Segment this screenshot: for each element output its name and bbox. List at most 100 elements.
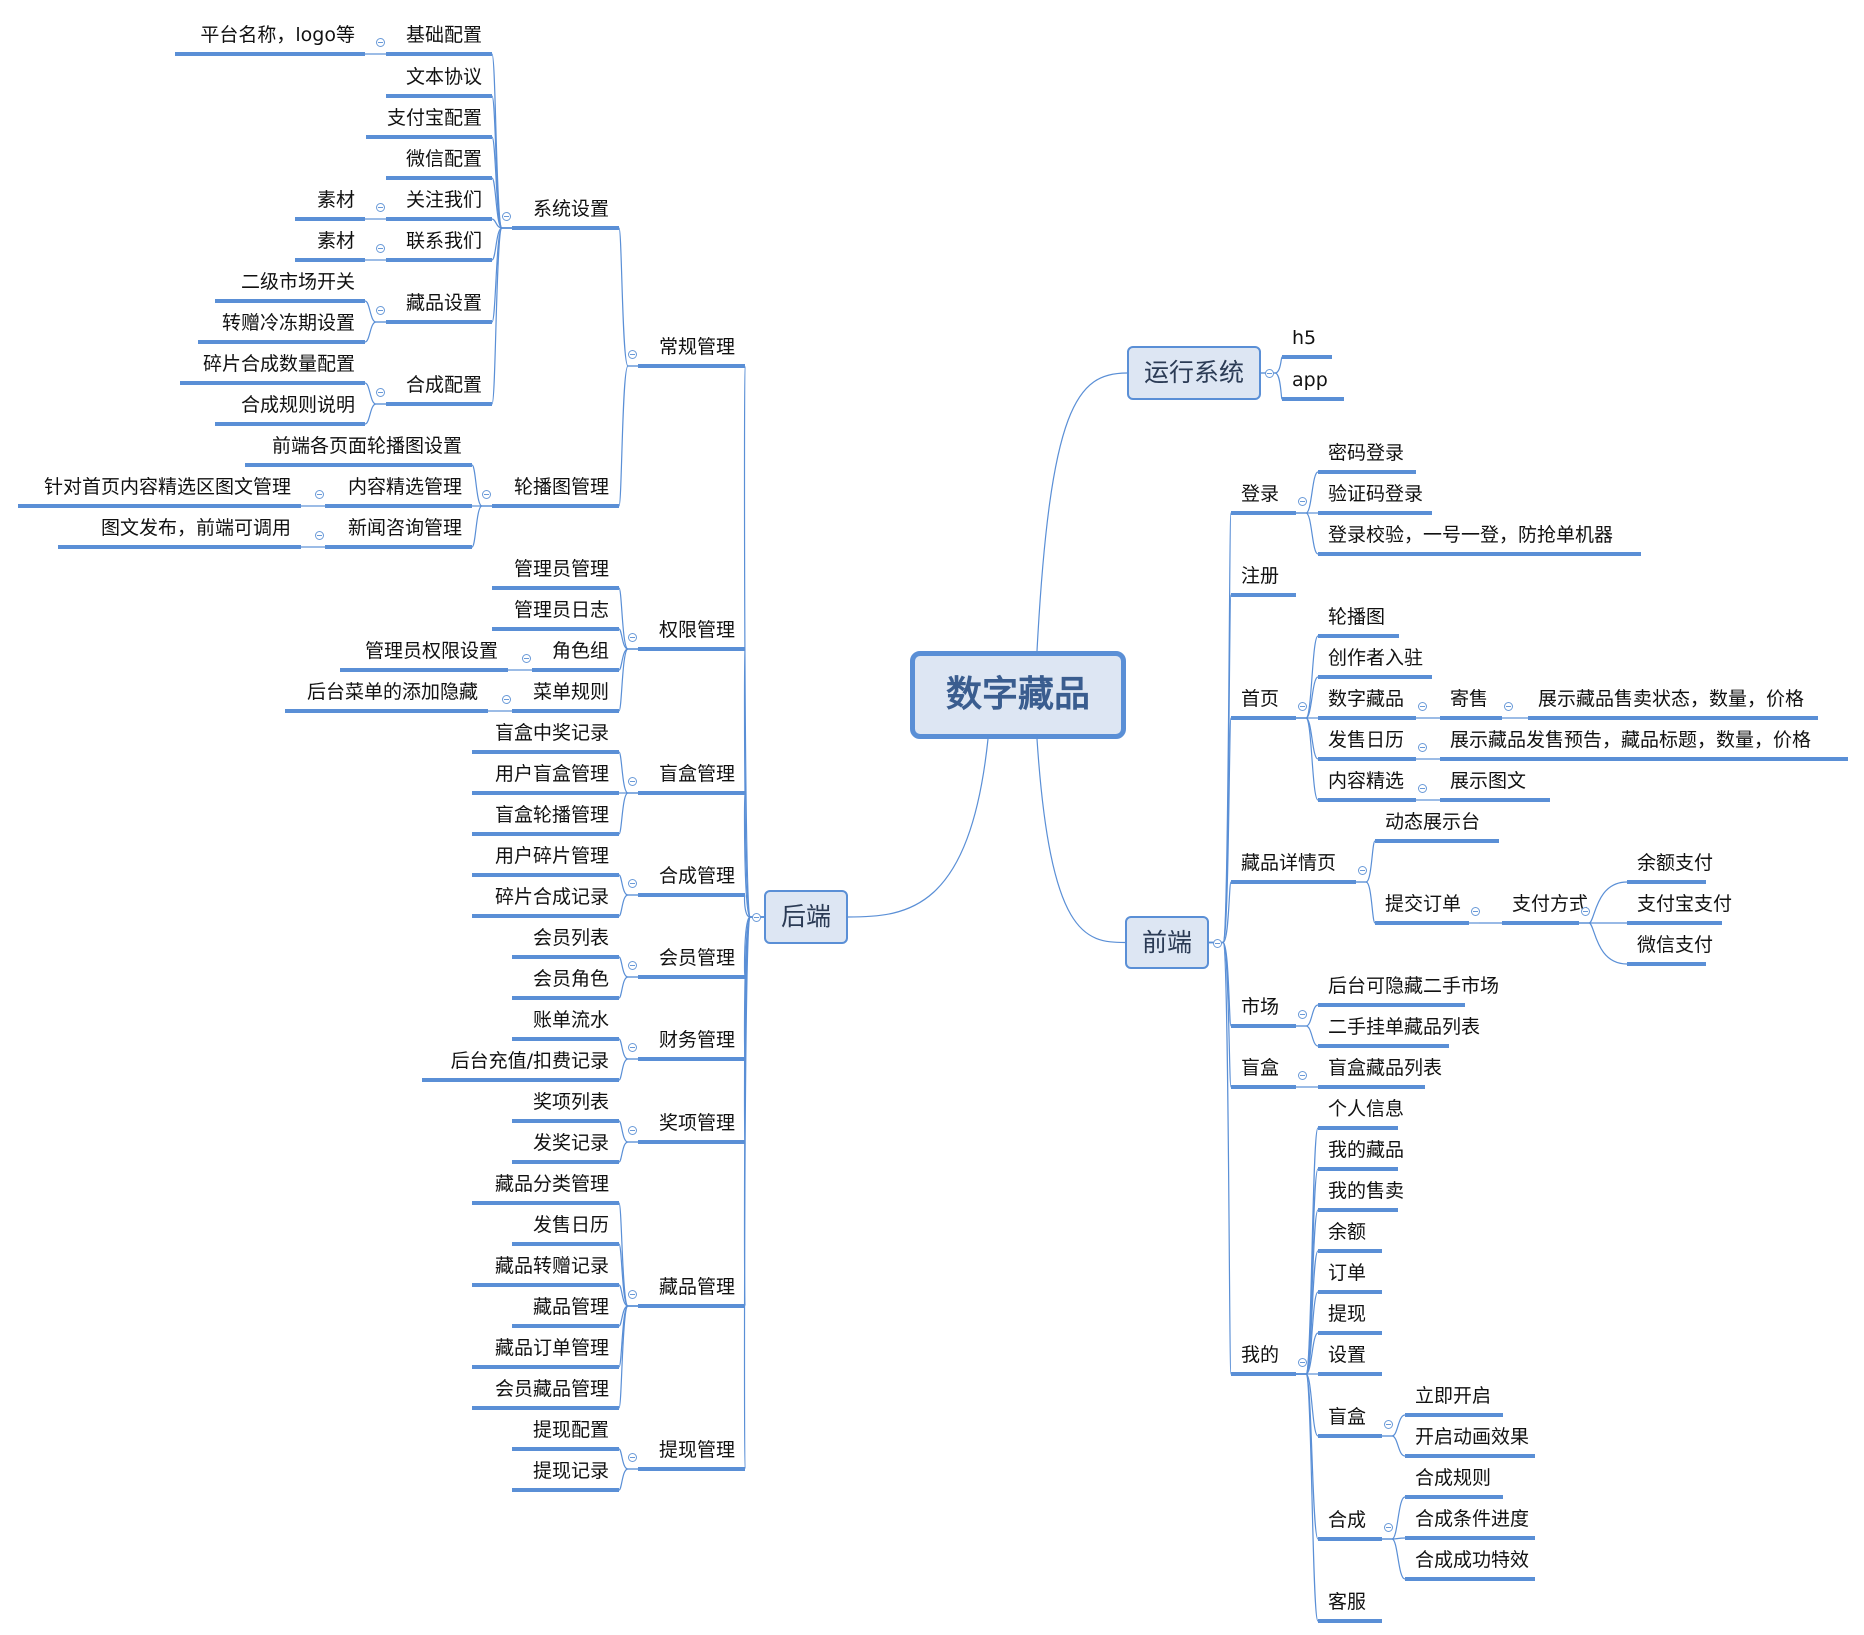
frontend-item[interactable]: 订单 bbox=[1318, 1253, 1382, 1294]
collapse-toggle-icon[interactable] bbox=[376, 306, 385, 315]
backend-item[interactable]: 藏品转赠记录 bbox=[472, 1246, 619, 1287]
frontend-item[interactable]: 内容精选 bbox=[1318, 761, 1416, 802]
frontend-item[interactable]: 后台可隐藏二手市场 bbox=[1318, 966, 1499, 1007]
backend-group[interactable]: 藏品管理 bbox=[638, 1267, 745, 1308]
collapse-toggle-icon[interactable] bbox=[376, 388, 385, 397]
backend-item[interactable]: 藏品设置 bbox=[386, 283, 492, 324]
backend-item[interactable]: 藏品订单管理 bbox=[472, 1328, 619, 1369]
backend-group[interactable]: 奖项管理 bbox=[638, 1103, 745, 1144]
collapse-toggle-icon[interactable] bbox=[628, 1043, 637, 1052]
backend-item[interactable]: 奖项列表 bbox=[512, 1082, 619, 1123]
frontend-item[interactable]: 密码登录 bbox=[1318, 433, 1416, 474]
frontend-group[interactable]: 我的 bbox=[1231, 1335, 1296, 1376]
collapse-toggle-icon[interactable] bbox=[628, 350, 637, 359]
frontend-item[interactable]: 二手挂单藏品列表 bbox=[1318, 1007, 1480, 1048]
collapse-toggle-icon[interactable] bbox=[482, 490, 491, 499]
branch-runtime[interactable]: 运行系统 bbox=[1127, 346, 1261, 400]
collapse-toggle-icon[interactable] bbox=[376, 38, 385, 47]
backend-item[interactable]: 新闻咨询管理 bbox=[325, 508, 472, 549]
collapse-toggle-icon[interactable] bbox=[522, 654, 531, 663]
collapse-toggle-icon[interactable] bbox=[628, 1126, 637, 1135]
collapse-toggle-icon[interactable] bbox=[1581, 907, 1590, 916]
backend-leaf[interactable]: 针对首页内容精选区图文管理 bbox=[18, 467, 301, 508]
collapse-toggle-icon[interactable] bbox=[1504, 702, 1513, 711]
frontend-leaf[interactable]: 开启动画效果 bbox=[1405, 1417, 1535, 1458]
backend-item[interactable]: 会员列表 bbox=[512, 918, 619, 959]
collapse-toggle-icon[interactable] bbox=[628, 1290, 637, 1299]
frontend-leaf[interactable]: 展示藏品售卖状态，数量，价格 bbox=[1528, 679, 1818, 720]
collapse-toggle-icon[interactable] bbox=[1418, 784, 1427, 793]
collapse-toggle-icon[interactable] bbox=[315, 531, 324, 540]
frontend-item[interactable]: 支付方式 bbox=[1502, 884, 1588, 925]
backend-item[interactable]: 支付宝配置 bbox=[366, 98, 492, 139]
backend-leaf[interactable]: 合成规则说明 bbox=[215, 385, 365, 426]
backend-leaf[interactable]: 素材 bbox=[295, 221, 365, 262]
collapse-toggle-icon[interactable] bbox=[628, 777, 637, 786]
collapse-toggle-icon[interactable] bbox=[1298, 497, 1307, 506]
backend-leaf[interactable]: 转赠冷冻期设置 bbox=[198, 303, 365, 344]
collapse-toggle-icon[interactable] bbox=[1418, 743, 1427, 752]
collapse-toggle-icon[interactable] bbox=[1298, 702, 1307, 711]
frontend-item[interactable]: 余额 bbox=[1318, 1212, 1382, 1253]
collapse-toggle-icon[interactable] bbox=[1471, 907, 1480, 916]
backend-leaf[interactable]: 平台名称，logo等 bbox=[175, 15, 365, 56]
collapse-toggle-icon[interactable] bbox=[1265, 369, 1274, 378]
backend-item[interactable]: 内容精选管理 bbox=[325, 467, 472, 508]
frontend-item[interactable]: 设置 bbox=[1318, 1335, 1382, 1376]
backend-item[interactable]: 轮播图管理 bbox=[492, 467, 619, 508]
backend-group[interactable]: 权限管理 bbox=[638, 610, 745, 651]
frontend-item[interactable]: 我的售卖 bbox=[1318, 1171, 1404, 1212]
collapse-toggle-icon[interactable] bbox=[1298, 1010, 1307, 1019]
backend-item[interactable]: 用户碎片管理 bbox=[472, 836, 619, 877]
frontend-item[interactable]: 发售日历 bbox=[1318, 720, 1416, 761]
backend-leaf[interactable]: 图文发布，前端可调用 bbox=[58, 508, 301, 549]
frontend-item[interactable]: 盲盒藏品列表 bbox=[1318, 1048, 1442, 1089]
frontend-item[interactable]: 我的藏品 bbox=[1318, 1130, 1404, 1171]
backend-item[interactable]: 菜单规则 bbox=[512, 672, 619, 713]
frontend-item[interactable]: 验证码登录 bbox=[1318, 474, 1432, 515]
runtime-h5[interactable]: h5 bbox=[1282, 318, 1332, 359]
collapse-toggle-icon[interactable] bbox=[1213, 938, 1222, 948]
frontend-leaf[interactable]: 合成条件进度 bbox=[1405, 1499, 1535, 1540]
backend-item[interactable]: 会员角色 bbox=[512, 959, 619, 1000]
backend-group[interactable]: 财务管理 bbox=[638, 1020, 745, 1061]
frontend-group[interactable]: 藏品详情页 bbox=[1231, 843, 1356, 884]
backend-item[interactable]: 发奖记录 bbox=[512, 1123, 619, 1164]
backend-group[interactable]: 会员管理 bbox=[638, 938, 745, 979]
backend-item[interactable]: 联系我们 bbox=[386, 221, 492, 262]
collapse-toggle-icon[interactable] bbox=[1298, 1071, 1307, 1080]
collapse-toggle-icon[interactable] bbox=[628, 633, 637, 642]
frontend-item[interactable]: 创作者入驻 bbox=[1318, 638, 1432, 679]
backend-item[interactable]: 提现配置 bbox=[512, 1410, 619, 1451]
backend-item[interactable]: 合成配置 bbox=[386, 365, 492, 406]
backend-item[interactable]: 会员藏品管理 bbox=[472, 1369, 619, 1410]
backend-item[interactable]: 用户盲盒管理 bbox=[472, 754, 619, 795]
frontend-item[interactable]: 盲盒 bbox=[1318, 1397, 1382, 1438]
collapse-toggle-icon[interactable] bbox=[628, 879, 637, 888]
branch-frontend[interactable]: 前端 bbox=[1125, 916, 1209, 969]
backend-item[interactable]: 角色组 bbox=[532, 631, 619, 672]
frontend-leaf[interactable]: 合成成功特效 bbox=[1405, 1540, 1535, 1581]
frontend-leaf[interactable]: 支付宝支付 bbox=[1627, 884, 1732, 925]
frontend-item[interactable]: 提现 bbox=[1318, 1294, 1382, 1335]
backend-group[interactable]: 盲盒管理 bbox=[638, 754, 745, 795]
frontend-group[interactable]: 市场 bbox=[1231, 987, 1296, 1028]
collapse-toggle-icon[interactable] bbox=[628, 1453, 637, 1462]
frontend-item[interactable]: 寄售 bbox=[1440, 679, 1502, 720]
backend-group[interactable]: 合成管理 bbox=[638, 856, 745, 897]
backend-item[interactable]: 基础配置 bbox=[386, 15, 492, 56]
frontend-item[interactable]: 数字藏品 bbox=[1318, 679, 1416, 720]
central-topic[interactable]: 数字藏品 bbox=[910, 651, 1126, 739]
frontend-group[interactable]: 注册 bbox=[1231, 556, 1296, 597]
frontend-leaf[interactable]: 立即开启 bbox=[1405, 1376, 1503, 1417]
frontend-leaf[interactable]: 余额支付 bbox=[1627, 843, 1713, 884]
backend-group[interactable]: 常规管理 bbox=[638, 327, 745, 368]
branch-backend[interactable]: 后端 bbox=[764, 890, 848, 944]
backend-leaf[interactable]: 碎片合成数量配置 bbox=[180, 344, 365, 385]
backend-item[interactable]: 盲盒轮播管理 bbox=[472, 795, 619, 836]
backend-item[interactable]: 提现记录 bbox=[512, 1451, 619, 1492]
backend-item[interactable]: 文本协议 bbox=[386, 57, 492, 98]
frontend-leaf[interactable]: 展示图文 bbox=[1440, 761, 1550, 802]
collapse-toggle-icon[interactable] bbox=[1418, 702, 1427, 711]
frontend-item[interactable]: 登录校验，一号一登，防抢单机器 bbox=[1318, 515, 1641, 556]
